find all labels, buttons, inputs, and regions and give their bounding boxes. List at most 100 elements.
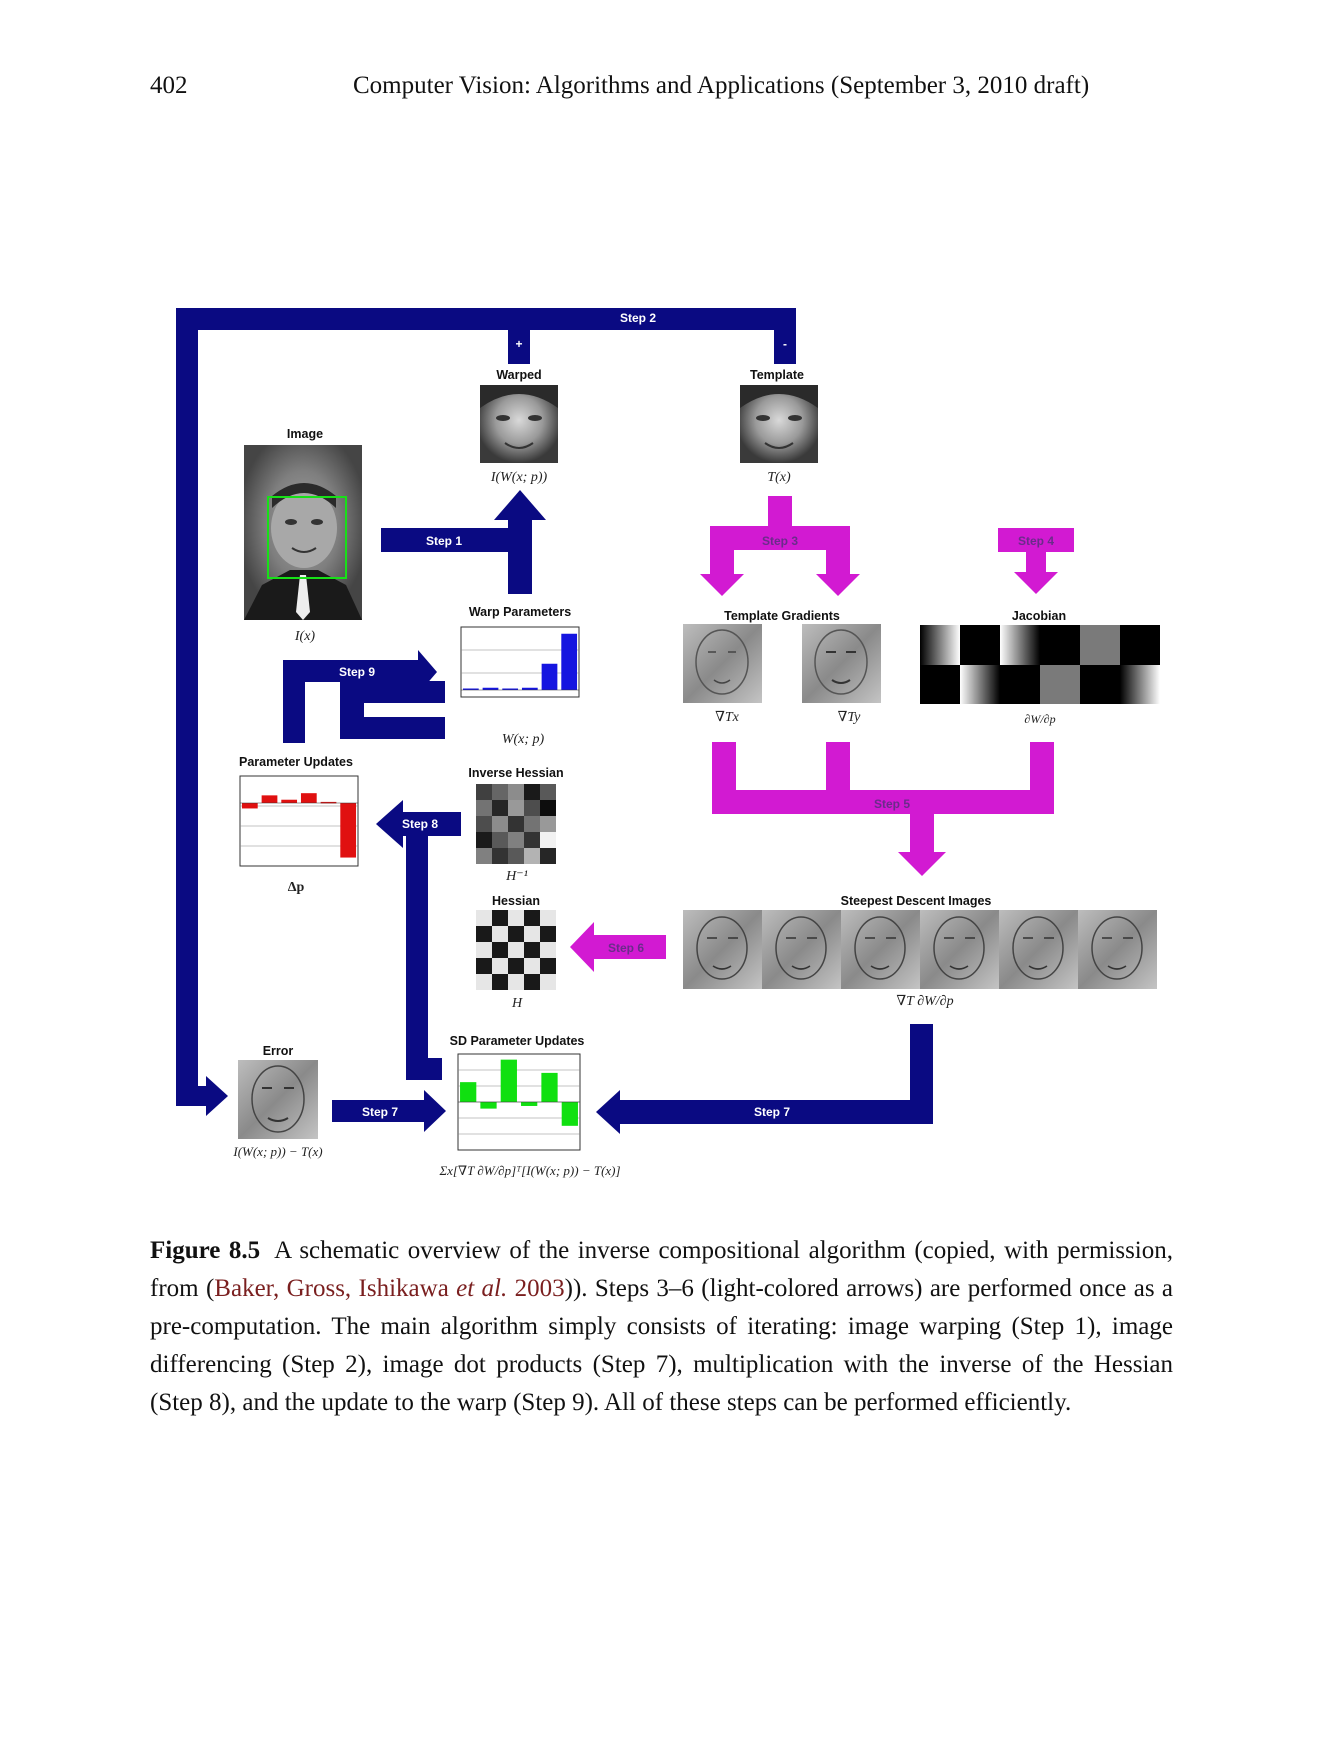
steepest-descent-title: Steepest Descent Images bbox=[841, 894, 992, 908]
matrix-cell bbox=[540, 942, 556, 958]
sd-face-features bbox=[786, 937, 817, 970]
inv-hessian-math: H⁻¹ bbox=[505, 869, 528, 884]
matrix-cell bbox=[492, 832, 508, 848]
bar bbox=[241, 803, 258, 809]
sd-face-outline bbox=[1091, 916, 1143, 980]
gradient-x-image bbox=[683, 624, 762, 703]
jacobian-title: Jacobian bbox=[1012, 609, 1066, 623]
step4-box bbox=[998, 528, 1074, 552]
page-number: 402 bbox=[150, 72, 188, 99]
image-math: I(x) bbox=[294, 629, 316, 644]
matrix-cell bbox=[524, 942, 540, 958]
bar bbox=[480, 1102, 497, 1109]
step5-arrowhead bbox=[898, 852, 946, 876]
step7-left-arrowhead bbox=[424, 1090, 446, 1132]
matrix-cell bbox=[508, 974, 524, 990]
steepest-descent-images bbox=[683, 910, 1157, 989]
step3-left-arrowhead bbox=[700, 574, 744, 596]
matrix-cell bbox=[492, 910, 508, 926]
citation-link[interactable]: Baker, Gross, Ishikawa et al. 2003 bbox=[214, 1275, 564, 1302]
matrix-cell bbox=[524, 784, 540, 800]
step2-label: Step 2 bbox=[620, 311, 656, 325]
matrix-cell bbox=[476, 926, 492, 942]
matrix-cell bbox=[508, 910, 524, 926]
parameter-updates-title: Parameter Updates bbox=[239, 755, 353, 769]
bar bbox=[521, 687, 538, 690]
bar bbox=[502, 688, 519, 690]
step9-arrow bbox=[283, 650, 437, 743]
step7-right-arrowhead bbox=[596, 1090, 620, 1134]
sd-face-features bbox=[1102, 937, 1133, 970]
template-math: T(x) bbox=[767, 470, 791, 485]
bar bbox=[561, 633, 578, 690]
matrix-cell bbox=[508, 832, 524, 848]
warped-math: I(W(x; p)) bbox=[490, 470, 548, 485]
step2-arrowhead bbox=[206, 1076, 228, 1116]
template-title: Template bbox=[750, 368, 804, 382]
bar bbox=[541, 1072, 558, 1102]
step1-bar bbox=[381, 528, 508, 552]
precompute-arrows bbox=[570, 496, 1074, 972]
step2-left-bar bbox=[176, 308, 198, 1106]
matrix-cell bbox=[508, 816, 524, 832]
bar bbox=[541, 663, 558, 690]
template-gradients-title: Template Gradients bbox=[724, 609, 840, 623]
matrix-cell bbox=[540, 910, 556, 926]
step1-label: Step 1 bbox=[426, 534, 462, 548]
parameter-updates-plot bbox=[239, 775, 359, 867]
sd-face-outline bbox=[696, 916, 748, 980]
caption-text-before: A schematic overview of the inverse comp… bbox=[150, 1237, 1173, 1302]
matrix-cell bbox=[476, 848, 492, 864]
bar bbox=[320, 801, 337, 804]
warp-parameters-title: Warp Parameters bbox=[469, 605, 571, 619]
matrix-cell bbox=[492, 926, 508, 942]
warp-region-box bbox=[267, 496, 347, 579]
main-loop-arrows bbox=[176, 308, 933, 1134]
sd-face-outline bbox=[933, 916, 985, 980]
sd-updates-math: Σx[∇T ∂W/∂p]ᵀ[I(W(x; p)) − T(x)] bbox=[438, 1163, 620, 1178]
sd-face-outline bbox=[854, 916, 906, 980]
step4-arrowhead bbox=[1014, 572, 1058, 594]
step9-label: Step 9 bbox=[339, 665, 375, 679]
sd-face-outline bbox=[775, 916, 827, 980]
matrix-cell bbox=[524, 816, 540, 832]
error-image bbox=[238, 1060, 318, 1139]
image-title: Image bbox=[287, 427, 323, 441]
matrix-cell bbox=[540, 832, 556, 848]
sd-image bbox=[920, 910, 999, 989]
hessian-math: H bbox=[511, 996, 523, 1011]
jacobian-math: ∂W/∂p bbox=[1024, 712, 1055, 726]
step8-bar bbox=[403, 812, 461, 836]
matrix-cell bbox=[476, 800, 492, 816]
bar bbox=[300, 793, 317, 803]
step2-top-bar bbox=[176, 308, 796, 330]
sd-face-features bbox=[944, 937, 975, 970]
step1-arrowhead bbox=[494, 490, 546, 520]
matrix-cell bbox=[524, 848, 540, 864]
sd-image bbox=[762, 910, 841, 989]
matrix-cell bbox=[508, 848, 524, 864]
sd-image bbox=[1078, 910, 1157, 989]
matrix-cell bbox=[476, 832, 492, 848]
sd-image bbox=[683, 910, 762, 989]
sd-face-features bbox=[707, 937, 738, 970]
citation-year: 2003 bbox=[507, 1275, 565, 1302]
bar bbox=[561, 1102, 578, 1126]
matrix-cell bbox=[524, 974, 540, 990]
running-title: Computer Vision: Algorithms and Applicat… bbox=[353, 72, 1090, 99]
matrix-cell bbox=[540, 926, 556, 942]
bar bbox=[340, 803, 357, 858]
step5-label: Step 5 bbox=[874, 797, 910, 811]
step6-arrowhead bbox=[570, 922, 594, 972]
matrix-cell bbox=[540, 958, 556, 974]
matrix-cell bbox=[508, 942, 524, 958]
matrix-cell bbox=[492, 958, 508, 974]
step7-right-label: Step 7 bbox=[754, 1105, 790, 1119]
sd-image bbox=[999, 910, 1078, 989]
sd-face-features bbox=[865, 937, 896, 970]
warped-title: Warped bbox=[496, 368, 541, 382]
input-image bbox=[244, 445, 362, 620]
sd-face-features bbox=[1023, 937, 1054, 970]
